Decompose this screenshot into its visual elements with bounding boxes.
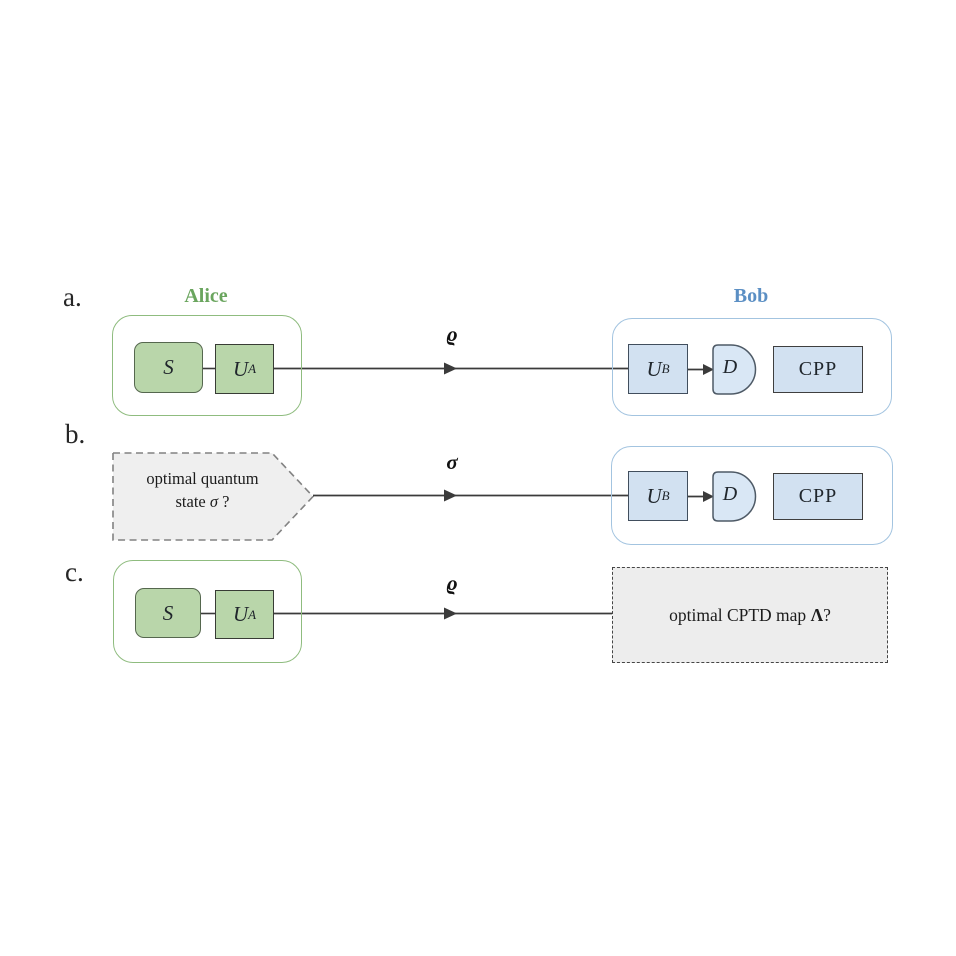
detector-shape-b <box>712 471 757 522</box>
question-pentagon-b <box>112 452 315 541</box>
arrowhead-channel-b <box>444 489 457 502</box>
arrowhead-channel-c <box>444 607 457 620</box>
arrowhead-ub-d-b <box>703 491 714 502</box>
detector-shape-a <box>712 344 757 395</box>
arrowhead-channel-a <box>444 362 457 375</box>
arrowhead-ub-d-a <box>703 364 714 375</box>
